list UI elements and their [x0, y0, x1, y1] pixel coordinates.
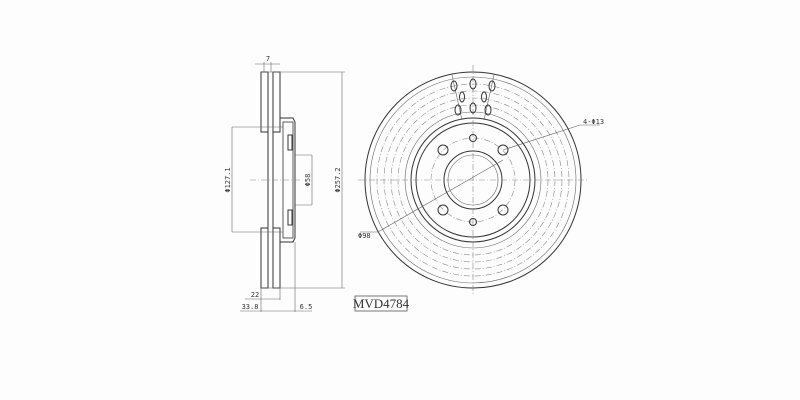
vent-slots: [450, 74, 496, 121]
side-view: 7 Φ127.1 Φ58 Φ257.2 22 33.8 6.5: [224, 55, 345, 312]
label-bolt-holes: 4-Φ13: [583, 118, 604, 126]
dim-center-bore: Φ58: [304, 174, 312, 187]
part-code: MVD4784: [353, 296, 410, 311]
part-code-box: [354, 295, 408, 312]
bolt-holes: [437, 134, 509, 226]
front-view: 4-Φ13 Φ98: [358, 65, 604, 295]
dim-outer-diameter: Φ257.2: [334, 167, 342, 192]
label-bolt-circle: Φ98: [358, 232, 371, 240]
dim-overall-height: 33.8: [242, 303, 259, 311]
dim-hub-diameter: Φ127.1: [224, 167, 232, 192]
dim-thickness-top: 7: [266, 55, 270, 63]
dim-disc-thickness: 22: [251, 291, 259, 299]
dim-hub-thickness: 6.5: [300, 303, 313, 311]
